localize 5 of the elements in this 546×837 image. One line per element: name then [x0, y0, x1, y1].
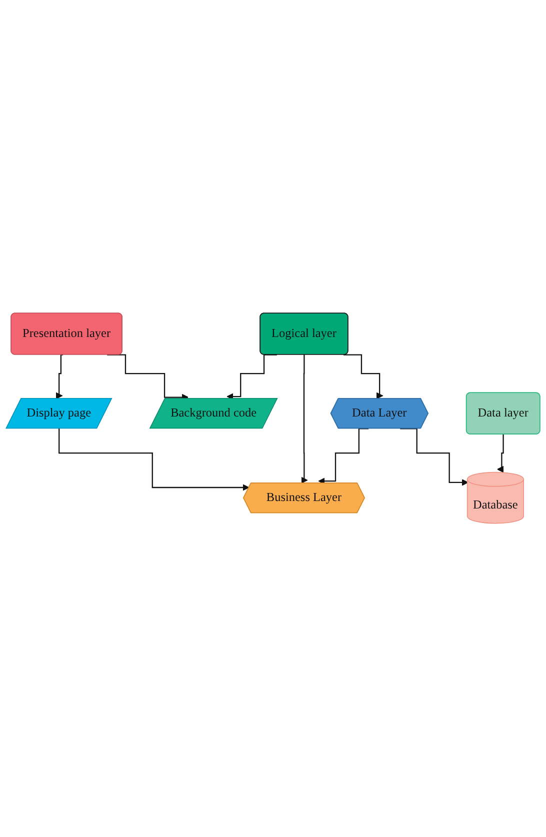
arrow — [300, 354, 308, 484]
arrow — [58, 428, 250, 492]
arrow — [344, 354, 384, 400]
arrow — [496, 434, 504, 473]
arrow — [56, 354, 63, 400]
